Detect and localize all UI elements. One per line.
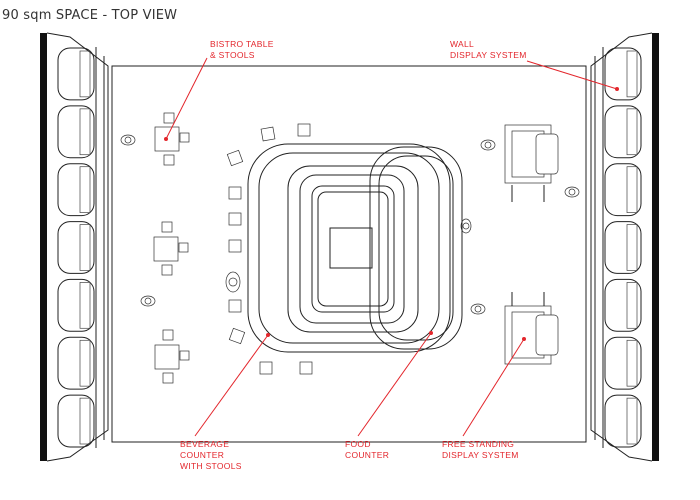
- display-shelf: [626, 282, 638, 329]
- display-shelf: [79, 166, 91, 213]
- free-standing-display-1: [504, 124, 559, 202]
- beverage-label-line1: BEVERAGE: [180, 439, 229, 449]
- bistro-label-line2: & STOOLS: [210, 50, 255, 60]
- display-shelf: [626, 166, 638, 213]
- display-bay: [57, 336, 95, 390]
- annotation-wall-display: WALL DISPLAY SYSTEM: [450, 39, 619, 91]
- display-bay: [604, 221, 642, 274]
- display-bay: [57, 163, 95, 217]
- wall-label-line2: DISPLAY SYSTEM: [450, 50, 527, 60]
- free-standing-display-2: [504, 292, 559, 365]
- display-shelf: [79, 50, 91, 98]
- food-label-line2: COUNTER: [345, 450, 389, 460]
- page-title: 90 sqm SPACE - TOP VIEW: [2, 8, 178, 23]
- bistro-label-line1: BISTRO TABLE: [210, 39, 274, 49]
- bistro-table-3: [154, 329, 190, 384]
- display-shelf: [79, 339, 91, 387]
- display-shelf: [626, 108, 638, 156]
- right-wall-display: [590, 32, 653, 462]
- display-shelf: [79, 108, 91, 156]
- display-bay: [57, 394, 95, 448]
- freestanding-label-line1: FREE STANDING: [442, 439, 514, 449]
- display-bay: [604, 336, 642, 390]
- annotation-food: FOOD COUNTER: [345, 331, 433, 460]
- display-bay: [57, 278, 95, 332]
- display-shelf: [626, 224, 638, 271]
- beverage-stools: [226, 123, 313, 375]
- display-bay: [57, 221, 95, 274]
- display-shelf: [79, 224, 91, 271]
- food-counter: [247, 143, 463, 353]
- display-bay: [57, 47, 95, 101]
- floor-outline: [111, 65, 587, 443]
- right-wall: [652, 33, 659, 461]
- wall-label-line1: WALL: [450, 39, 474, 49]
- annotation-free-standing: FREE STANDING DISPLAY SYSTEM: [442, 337, 526, 460]
- display-bay: [604, 278, 642, 332]
- person-figure: [120, 134, 580, 315]
- annotation-bistro: BISTRO TABLE & STOOLS: [164, 39, 274, 141]
- left-wall: [40, 33, 47, 461]
- beverage-label-line2: COUNTER: [180, 450, 224, 460]
- display-shelf: [79, 282, 91, 329]
- display-shelf: [626, 50, 638, 98]
- left-wall-display: [46, 32, 109, 462]
- freestanding-label-line2: DISPLAY SYSTEM: [442, 450, 519, 460]
- display-bay: [604, 47, 642, 101]
- display-shelf: [626, 397, 638, 445]
- display-shelf: [79, 397, 91, 445]
- bistro-table-1: [154, 112, 190, 166]
- display-bay: [604, 394, 642, 448]
- bistro-table-2: [153, 221, 189, 276]
- display-bay: [57, 105, 95, 159]
- display-shelf: [626, 339, 638, 387]
- annotation-beverage: BEVERAGE COUNTER WITH STOOLS: [180, 333, 270, 471]
- display-bay: [604, 163, 642, 217]
- food-label-line1: FOOD: [345, 439, 371, 449]
- beverage-label-line3: WITH STOOLS: [180, 461, 242, 471]
- display-bay: [604, 105, 642, 159]
